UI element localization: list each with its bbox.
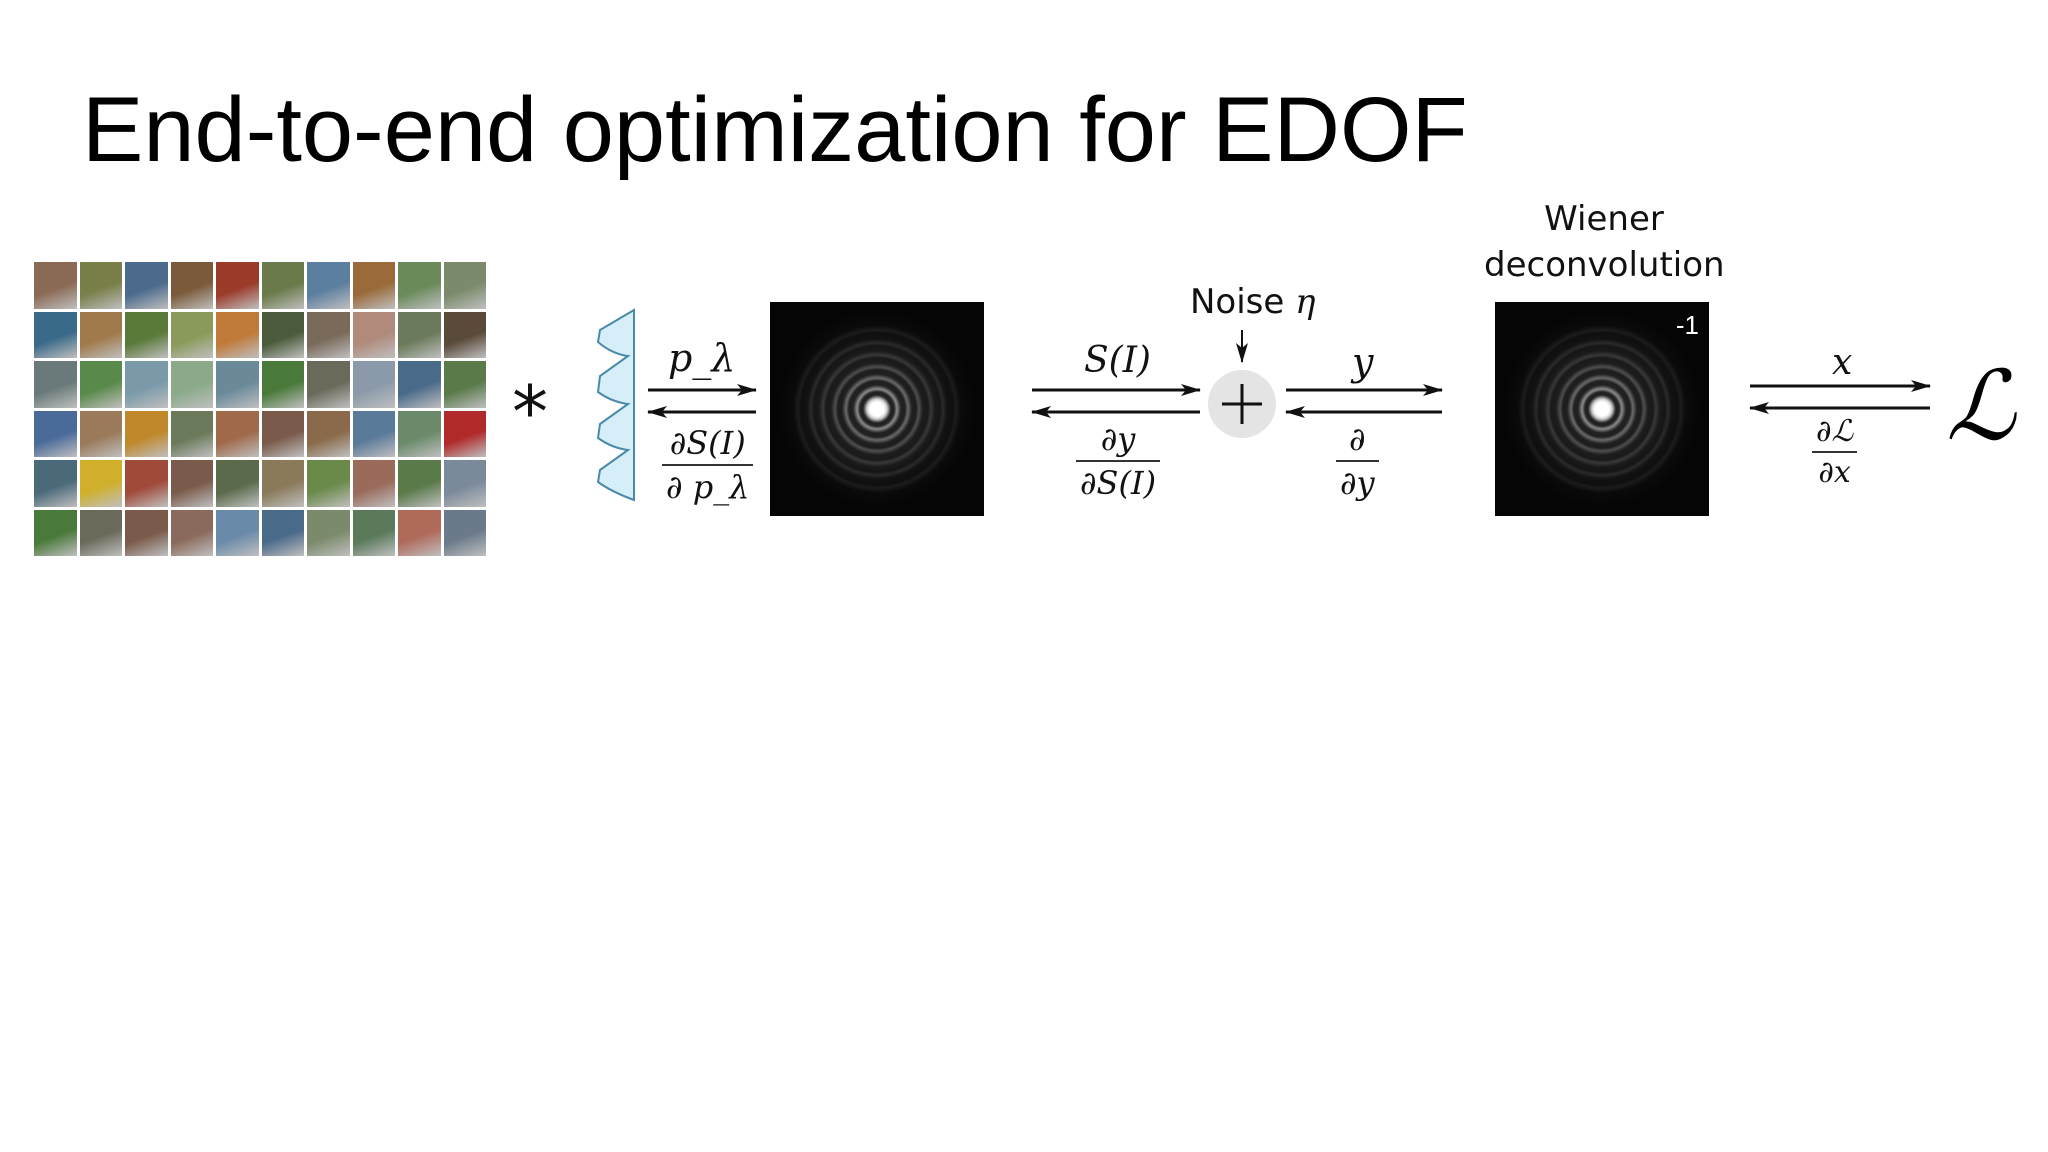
noise-grad-denominator: ∂y [1340, 464, 1375, 502]
convolution-operator: * [512, 370, 548, 454]
training-image-thumbnail [352, 311, 395, 358]
training-image-thumbnail [34, 460, 77, 507]
training-image-thumbnail [443, 262, 486, 309]
fraction-bar [1812, 451, 1858, 453]
fraction-bar [662, 464, 754, 466]
training-image-thumbnail [443, 410, 486, 457]
training-image-thumbnail [307, 262, 350, 309]
slide-title: End-to-end optimization for EDOF [82, 79, 1468, 181]
training-image-thumbnail [261, 509, 304, 556]
training-image-thumbnail [216, 460, 259, 507]
psf-image [770, 302, 984, 516]
training-image-thumbnail [216, 262, 259, 309]
lens-forward-label: p_λ [668, 336, 735, 380]
training-image-thumbnail [261, 410, 304, 457]
wiener-deconvolution-label: Wiener deconvolution [1484, 196, 1725, 288]
training-image-thumbnail [79, 410, 122, 457]
training-image-thumbnail [398, 361, 441, 408]
training-image-thumbnail [443, 509, 486, 556]
lens-forward-text: p_λ [668, 336, 736, 380]
training-image-thumbnail [443, 311, 486, 358]
sensor-grad-denominator: ∂S(I) [1080, 464, 1157, 502]
training-image-thumbnail [261, 262, 304, 309]
training-image-thumbnail [125, 262, 168, 309]
training-image-thumbnail [170, 509, 213, 556]
lens-gradient-label: ∂S(I) ∂ p_λ [662, 424, 754, 506]
training-image-thumbnail [79, 361, 122, 408]
inverse-psf-rings [1495, 302, 1709, 516]
training-image-thumbnail [125, 311, 168, 358]
training-image-thumbnail [398, 509, 441, 556]
sensor-grad-numerator: ∂y [1100, 420, 1136, 458]
output-grad-numerator: ∂ℒ [1816, 414, 1854, 449]
training-image-thumbnail [398, 460, 441, 507]
training-image-thumbnail [125, 361, 168, 408]
training-image-thumbnail [261, 361, 304, 408]
training-image-thumbnail [443, 460, 486, 507]
noise-gradient-label: ∂ ∂y [1336, 420, 1379, 502]
training-image-thumbnail [261, 460, 304, 507]
training-image-thumbnail [398, 311, 441, 358]
training-image-thumbnail [79, 460, 122, 507]
inverse-psf-image: -1 [1495, 302, 1709, 516]
training-image-thumbnail [307, 460, 350, 507]
training-image-thumbnail [79, 509, 122, 556]
training-image-thumbnail [307, 311, 350, 358]
training-image-thumbnail [79, 262, 122, 309]
inverse-marker: -1 [1675, 310, 1699, 340]
lens-grad-denominator: ∂ p_λ [666, 468, 750, 506]
training-image-thumbnail [170, 460, 213, 507]
training-image-thumbnail [34, 262, 77, 309]
training-image-thumbnail [216, 311, 259, 358]
training-image-thumbnail [216, 410, 259, 457]
training-image-thumbnail [34, 361, 77, 408]
fraction-bar [1336, 460, 1379, 462]
lens-element [596, 308, 635, 502]
training-image-thumbnail [352, 460, 395, 507]
training-image-thumbnail [398, 262, 441, 309]
training-image-thumbnail [216, 509, 259, 556]
training-image-thumbnail [307, 509, 350, 556]
training-image-thumbnail [352, 361, 395, 408]
output-gradient-label: ∂ℒ ∂x [1812, 414, 1858, 490]
training-image-thumbnail [170, 410, 213, 457]
training-image-thumbnail [170, 361, 213, 408]
training-image-thumbnail [352, 410, 395, 457]
training-image-thumbnail [307, 410, 350, 457]
wiener-label-line1: Wiener [1544, 199, 1664, 239]
training-image-thumbnail [307, 361, 350, 408]
noise-symbol: η [1295, 282, 1316, 322]
output-forward-label: x [1832, 342, 1853, 383]
psf-rings [770, 302, 984, 516]
training-image-thumbnail [352, 509, 395, 556]
output-grad-denominator: ∂x [1818, 455, 1851, 490]
training-image-thumbnail [261, 311, 304, 358]
training-image-thumbnail [443, 361, 486, 408]
noise-text: Noise [1190, 282, 1285, 322]
training-image-thumbnail [34, 509, 77, 556]
wiener-label-line2: deconvolution [1484, 245, 1725, 285]
training-image-thumbnail [125, 410, 168, 457]
training-image-thumbnail [34, 410, 77, 457]
noise-forward-label: y [1352, 340, 1374, 384]
sensor-gradient-label: ∂y ∂S(I) [1076, 420, 1161, 502]
training-image-thumbnail [125, 460, 168, 507]
training-image-grid [34, 262, 486, 556]
training-image-thumbnail [398, 410, 441, 457]
training-image-thumbnail [79, 311, 122, 358]
training-image-thumbnail [352, 262, 395, 309]
training-image-thumbnail [216, 361, 259, 408]
lens-grad-numerator: ∂S(I) [669, 424, 746, 462]
loss-symbol: ℒ [1946, 350, 2016, 462]
training-image-thumbnail [170, 262, 213, 309]
training-image-thumbnail [34, 311, 77, 358]
sensor-forward-label: S(I) [1084, 340, 1151, 381]
noise-label: Noise η [1190, 282, 1316, 322]
fraction-bar [1076, 460, 1161, 462]
training-image-thumbnail [170, 311, 213, 358]
noise-grad-numerator: ∂ [1349, 420, 1366, 458]
training-image-thumbnail [125, 509, 168, 556]
